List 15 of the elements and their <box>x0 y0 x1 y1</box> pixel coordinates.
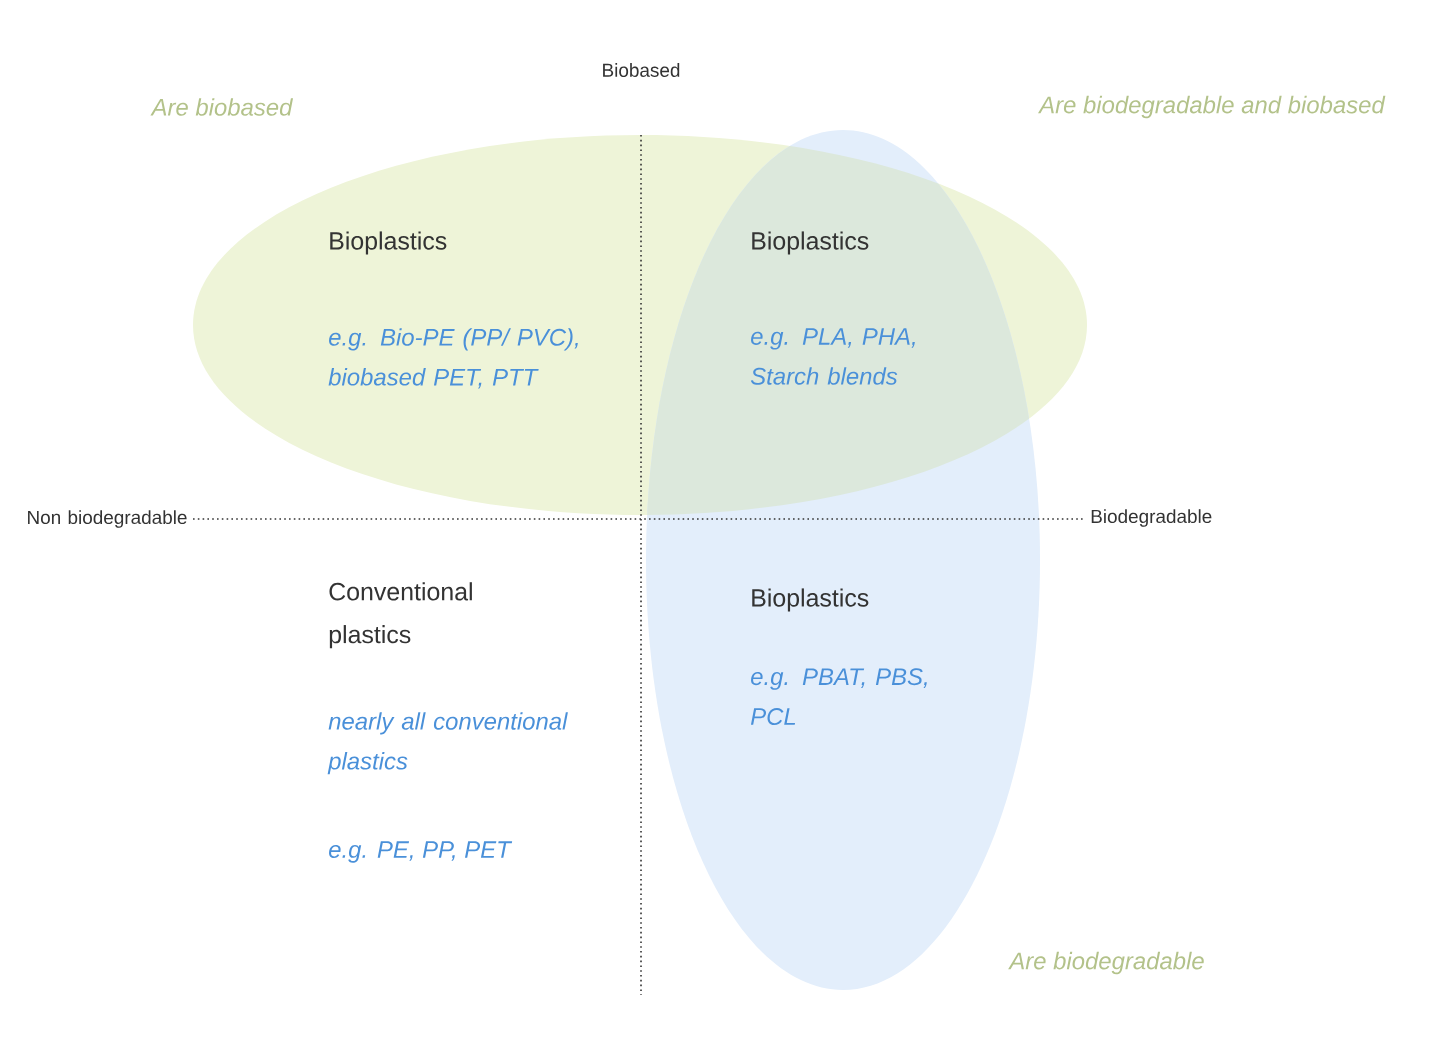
set-label: Are biodegradable <box>1008 951 1204 975</box>
axis-label: Non biodegradable <box>28 510 187 528</box>
category-heading: Bioplastics <box>330 231 447 255</box>
example-text: e.g. PBAT, PBS, PCL <box>750 668 927 725</box>
example-text: e.g. Bio-PE (PP/ PVC), biobased PET, PTT <box>328 328 578 389</box>
example-text: nearly all conventional plastics <box>327 712 568 775</box>
axis-label: Biobased <box>603 63 680 77</box>
category-heading: Bioplastics <box>752 588 869 612</box>
example-text: e.g. PE, PP, PET <box>329 841 513 863</box>
category-heading: Conventional plastics <box>329 582 472 649</box>
set-label: Are biobased <box>150 98 294 116</box>
category-heading: Bioplastics <box>752 231 869 255</box>
axis-label: Biodegradable <box>1091 509 1212 527</box>
set-label: Are biodegradable and biobased <box>1038 95 1386 119</box>
example-text: e.g. PLA, PHA, Starch blends <box>750 328 915 385</box>
